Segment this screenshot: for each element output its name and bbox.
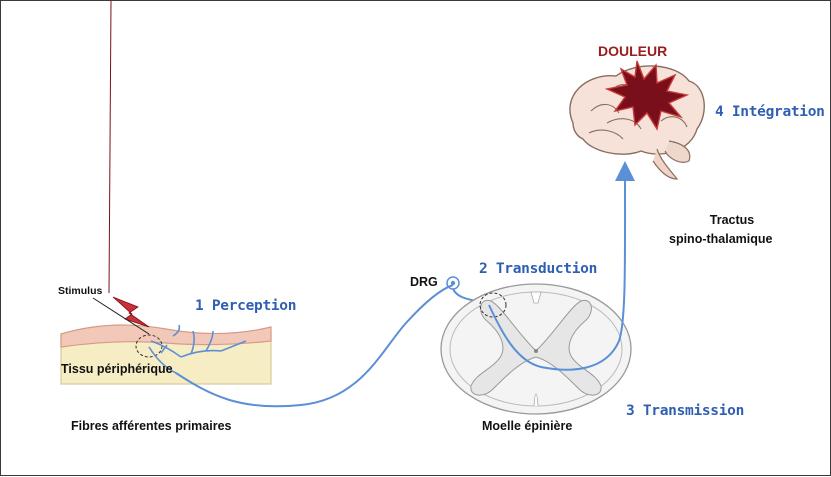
step-1-perception-label: 1 Perception — [195, 298, 296, 314]
drg-label: DRG — [410, 275, 438, 289]
stimulus-label: Stimulus — [58, 285, 102, 297]
spinal-cord-icon — [441, 284, 631, 414]
step-2-transduction-label: 2 Transduction — [479, 261, 597, 277]
fibres-label: Fibres afférentes primaires — [71, 419, 232, 433]
lightning-bolt-icon — [109, 1, 149, 327]
step-4-integration-label: 4 Intégration — [715, 104, 825, 120]
spinal-cord-label: Moelle épinière — [482, 419, 572, 433]
tract-label-line1: Tractus — [687, 213, 777, 227]
tissue-label: Tissu périphérique — [61, 362, 173, 376]
pain-label: DOULEUR — [598, 43, 667, 59]
tract-label-line2: spino-thalamique — [669, 232, 772, 246]
step-3-transmission-label: 3 Transmission — [626, 403, 744, 419]
drg-ganglion-icon — [447, 277, 459, 289]
